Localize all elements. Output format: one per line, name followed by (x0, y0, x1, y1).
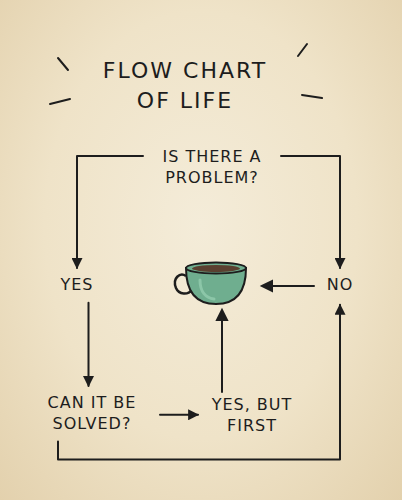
cup-rim (186, 263, 246, 274)
node-text: YES, BUT FIRST (207, 395, 297, 437)
arrowhead (217, 310, 227, 320)
flow-arrow (281, 156, 340, 268)
title-stroke (50, 99, 70, 104)
coffee (192, 265, 240, 272)
cup-shine (200, 280, 214, 299)
node-text: NO (327, 275, 354, 296)
node-text: CAN IT BE SOLVED? (33, 393, 151, 435)
node-text: IS THERE A PROBLEM? (152, 147, 272, 189)
answer-yes-but: YES, BUT FIRST (202, 392, 302, 440)
arrowhead (262, 281, 272, 291)
node-text: YES (60, 275, 93, 296)
flow-arrow (77, 156, 143, 268)
flow-arrow (88, 303, 90, 386)
title-stroke (298, 44, 307, 56)
decision-question: CAN IT BE SOLVED? (28, 390, 156, 438)
title-stroke (302, 95, 322, 98)
answer-no: NO (322, 272, 359, 299)
coffee-cup (175, 263, 246, 305)
arrow-to-cup (221, 318, 223, 392)
arrow-to-cup (268, 285, 314, 287)
flow-arrow (58, 305, 340, 460)
flow-arrow (160, 414, 198, 416)
decision-question: IS THERE A PROBLEM? (147, 144, 277, 192)
title-stroke (58, 58, 68, 70)
answer-yes: YES (55, 272, 98, 299)
cup-arrows (217, 281, 314, 392)
chart-title: FLOW CHART OF LIFE (90, 56, 280, 115)
